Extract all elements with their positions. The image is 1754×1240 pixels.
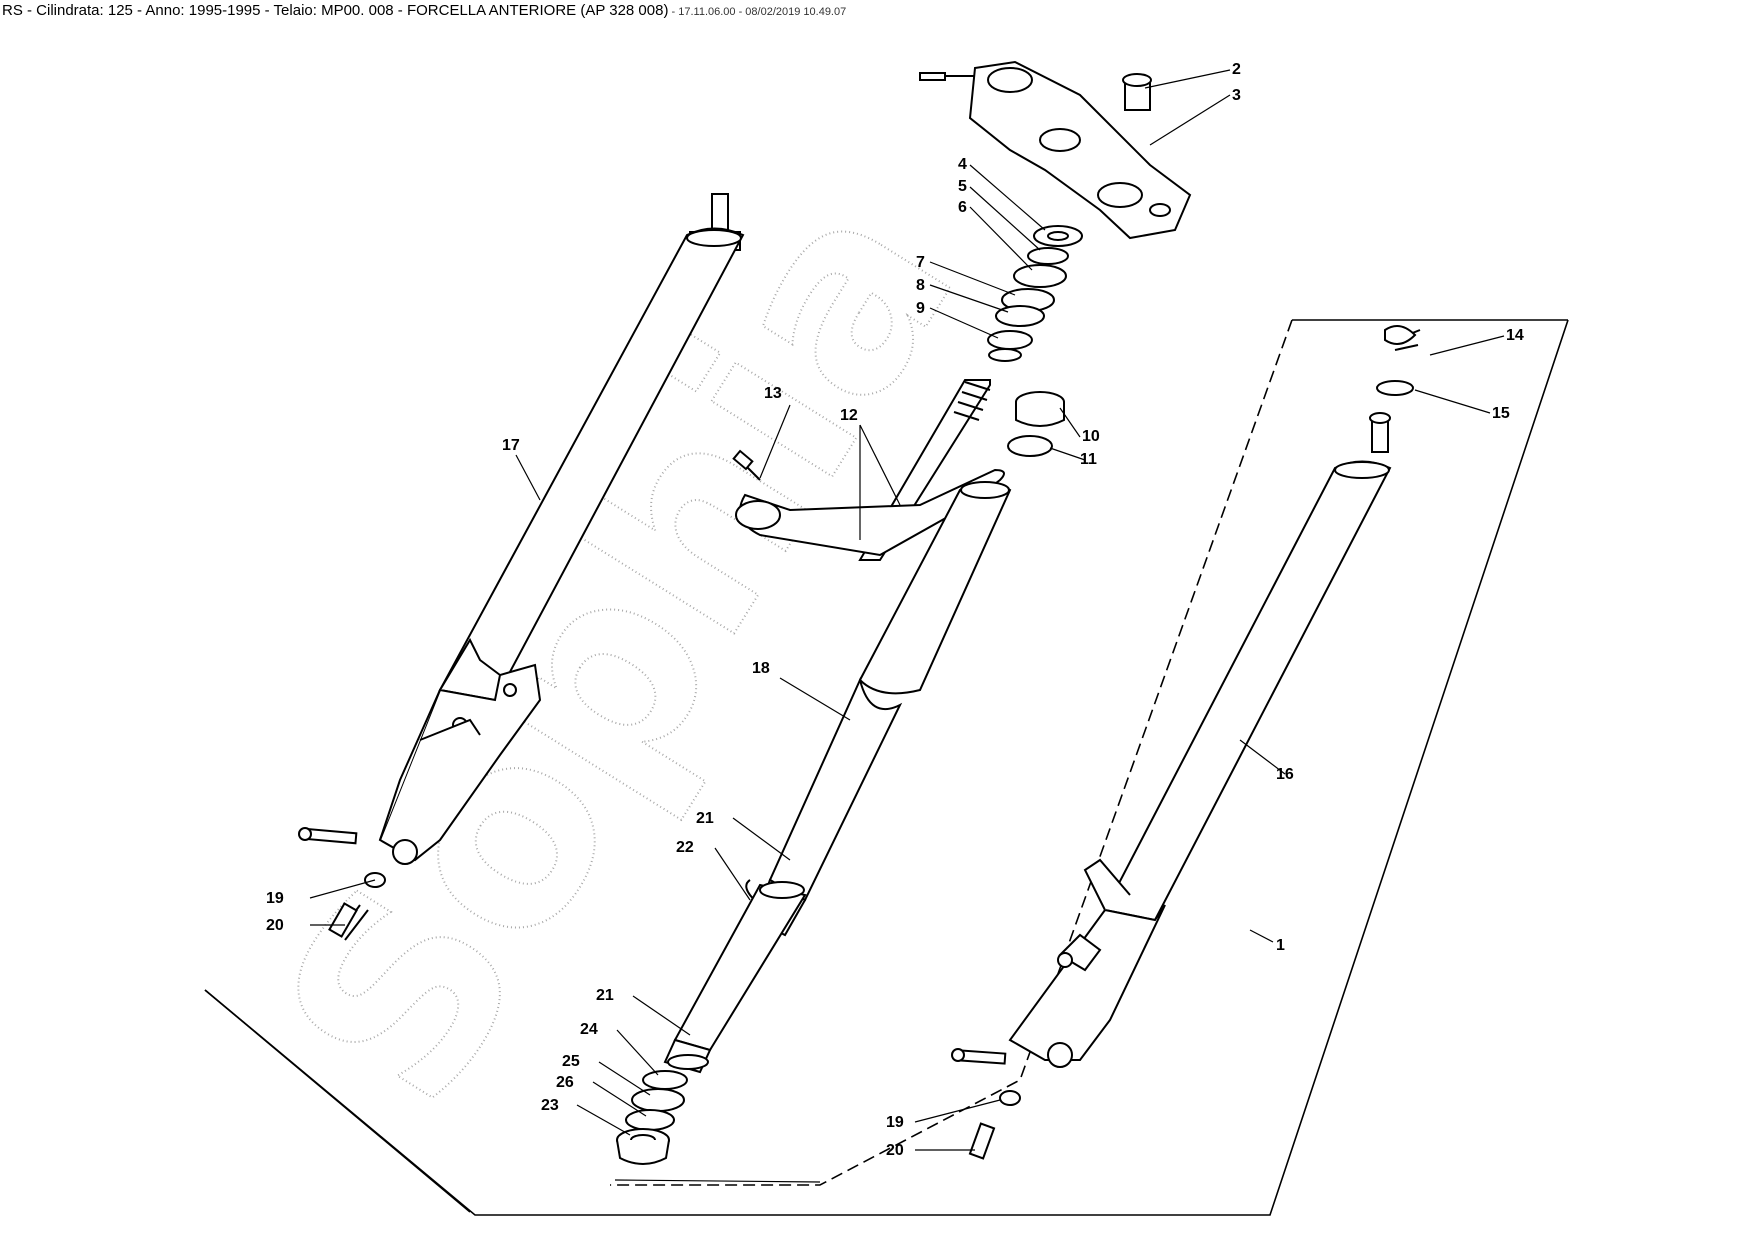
callout-label-11: 11 (1080, 451, 1097, 468)
fork-cap (1007, 391, 1065, 457)
callout-label-24: 24 (580, 1021, 598, 1038)
callout-label-19b: 19 (886, 1114, 904, 1131)
callout-label-2: 2 (1232, 61, 1241, 78)
callout-label-16: 16 (1276, 766, 1294, 783)
diagram-title: RS - Cilindrata: 125 - Anno: 1995-1995 -… (2, 2, 669, 19)
page-header: RS - Cilindrata: 125 - Anno: 1995-1995 -… (2, 2, 846, 19)
callouts (309, 69, 1505, 1183)
callout-label-1: 1 (1276, 937, 1285, 954)
callout-label-20a: 20 (266, 917, 284, 934)
callout-label-8: 8 (916, 277, 925, 294)
callout-label-20b: 20 (886, 1142, 904, 1159)
assembly-frame (204, 319, 1569, 1216)
bearing-stack (987, 225, 1083, 362)
callout-label-3: 3 (1232, 87, 1241, 104)
right-fork-leg (951, 325, 1421, 1160)
callout-label-9: 9 (916, 300, 925, 317)
callout-label-21b: 21 (596, 987, 614, 1004)
callout-labels: 2 3 4 5 6 7 8 9 10 11 12 13 14 15 16 17 … (266, 61, 1524, 1159)
callout-label-26: 26 (556, 1074, 574, 1091)
lower-bearing-stack (616, 1070, 688, 1165)
callout-label-25: 25 (562, 1053, 580, 1070)
callout-label-22: 22 (676, 839, 694, 856)
callout-label-12: 12 (840, 407, 858, 424)
callout-label-14: 14 (1506, 327, 1524, 344)
left-fork-leg (298, 193, 745, 941)
timestamp: - 17.11.06.00 - 08/02/2019 10.49.07 (668, 6, 847, 18)
stem-tube (663, 881, 807, 1074)
upper-triple-clamp (919, 60, 1192, 240)
callout-label-5: 5 (958, 178, 967, 195)
callout-label-15: 15 (1492, 405, 1510, 422)
steering-stem (732, 379, 1012, 937)
callout-label-18: 18 (752, 660, 770, 677)
callout-label-6: 6 (958, 199, 967, 216)
callout-label-19a: 19 (266, 890, 284, 907)
callout-label-13: 13 (764, 385, 782, 402)
callout-label-17: 17 (502, 437, 520, 454)
callout-label-21a: 21 (696, 810, 714, 827)
callout-label-23: 23 (541, 1097, 559, 1114)
callout-label-10: 10 (1082, 428, 1100, 445)
callout-label-4: 4 (958, 156, 967, 173)
callout-label-7: 7 (916, 254, 925, 271)
